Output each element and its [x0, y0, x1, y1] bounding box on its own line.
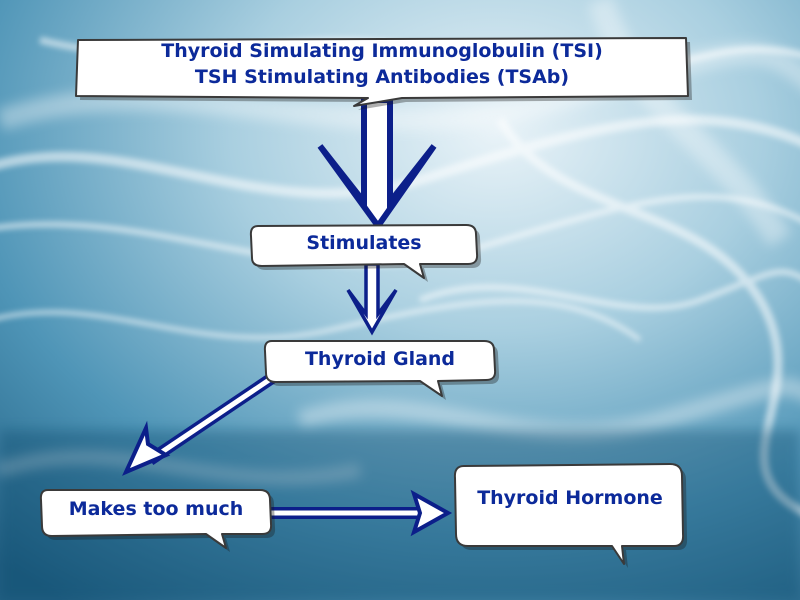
source-box-line-1: Thyroid Simulating Immunoglobulin (TSI)	[161, 40, 603, 62]
thyroid-gland-box: Thyroid Gland	[262, 338, 500, 400]
source-box-shape	[75, 37, 692, 110]
makes-too-much-label: Makes too much	[68, 498, 244, 520]
thyroid-hormone-box-shape	[453, 463, 688, 568]
thyroid-gland-label: Thyroid Gland	[304, 348, 456, 370]
stimulates-label: Stimulates	[306, 232, 422, 254]
source-box-line-2: TSH Stimulating Antibodies (TSAb)	[194, 66, 570, 88]
makes-too-much-box: Makes too much	[38, 486, 276, 552]
source-antibodies-box: Thyroid Simulating Immunoglobulin (TSI) …	[72, 32, 692, 110]
thyroid-gland-box-shape	[263, 340, 500, 400]
stimulates-box: Stimulates	[248, 222, 482, 282]
makes-too-much-box-shape	[39, 489, 276, 552]
thyroid-hormone-label: Thyroid Hormone	[477, 487, 663, 509]
thyroid-hormone-box: Thyroid Hormone	[452, 460, 688, 568]
source-box-text: Thyroid Simulating Immunoglobulin (TSI) …	[72, 38, 692, 90]
stimulates-box-shape	[249, 224, 482, 282]
